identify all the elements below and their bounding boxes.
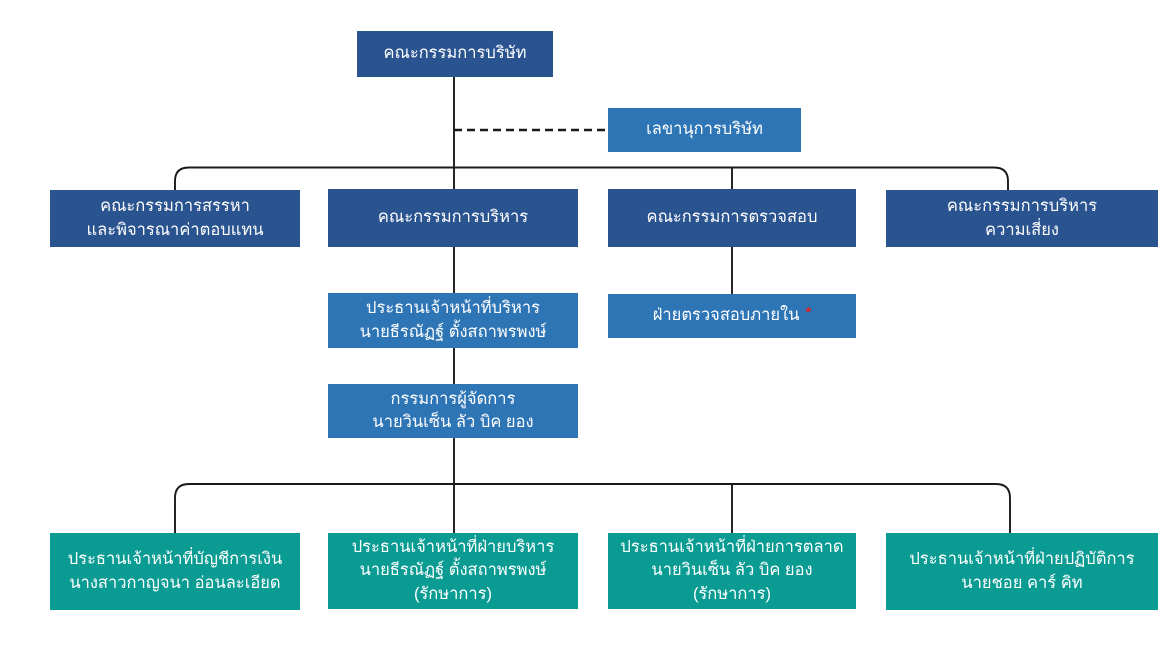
node-title: ประธานเจ้าหน้าที่บัญชีการเงิน [67, 550, 283, 569]
node-person: นายชอย คาร์ คิท [961, 573, 1083, 592]
node-title: ประธานเจ้าหน้าที่ฝ่ายปฏิบัติการ [909, 550, 1135, 569]
node-person: นางสาวกาญจนา อ่อนละเอียด [69, 573, 281, 592]
node-chief-marketing-officer: ประธานเจ้าหน้าที่ฝ่ายการตลาด นายวินเซ็น … [608, 533, 856, 609]
node-acting-label: (รักษาการ) [692, 584, 772, 603]
node-title: กรรมการผู้จัดการ [390, 389, 516, 408]
node-nomination-remuneration-committee: คณะกรรมการสรรหา และพิจารณาค่าตอบแทน [50, 190, 300, 247]
node-internal-audit: ฝ่ายตรวจสอบภายใน * [608, 294, 856, 338]
node-audit-committee: คณะกรรมการตรวจสอบ [608, 189, 856, 247]
node-label: ฝ่ายตรวจสอบภายใน [652, 306, 800, 325]
node-title: ประธานเจ้าหน้าที่ฝ่ายบริหาร [351, 537, 555, 556]
node-person: นายวินเซ็น ลัว บิค ยอง [372, 413, 534, 431]
node-executive-committee: คณะกรรมการบริหาร [328, 189, 578, 247]
node-board-of-directors: คณะกรรมการบริษัท [357, 31, 553, 77]
node-label: คณะกรรมการตรวจสอบ [646, 208, 818, 227]
connector-bottom-bracket [174, 483, 1011, 533]
node-person: นายวินเซ็น ลัว บิค ยอง [651, 561, 813, 580]
node-label: เลขานุการบริษัท [646, 120, 763, 139]
node-title: ประธานเจ้าหน้าที่บริหาร [365, 299, 541, 318]
node-person: นายธีรณัฏฐ์ ตั้งสถาพรพงษ์ [359, 322, 547, 341]
node-acting-label: (รักษาการ) [413, 584, 493, 603]
node-chief-administrative-officer: ประธานเจ้าหน้าที่ฝ่ายบริหาร นายธีรณัฏฐ์ … [328, 533, 578, 609]
connector-row2-bracket [174, 166, 1009, 190]
node-person: นายธีรณัฏฐ์ ตั้งสถาพรพงษ์ [359, 561, 547, 580]
node-label-line1: คณะกรรมการบริหาร [946, 197, 1098, 216]
node-managing-director: กรรมการผู้จัดการ นายวินเซ็น ลัว บิค ยอง [328, 384, 578, 438]
node-label: คณะกรรมการบริหาร [377, 208, 529, 227]
node-label-line2: ความเสี่ยง [985, 220, 1059, 239]
node-risk-management-committee: คณะกรรมการบริหาร ความเสี่ยง [886, 190, 1158, 247]
node-label: คณะกรรมการบริษัท [383, 44, 527, 63]
node-chief-financial-officer: ประธานเจ้าหน้าที่บัญชีการเงิน นางสาวกาญจ… [50, 533, 300, 610]
footnote-asterisk: * [805, 304, 812, 322]
node-title: ประธานเจ้าหน้าที่ฝ่ายการตลาด [620, 537, 844, 556]
node-label-line2: และพิจารณาค่าตอบแทน [86, 220, 264, 239]
node-chief-executive-officer: ประธานเจ้าหน้าที่บริหาร นายธีรณัฏฐ์ ตั้ง… [328, 293, 578, 348]
node-chief-operating-officer: ประธานเจ้าหน้าที่ฝ่ายปฏิบัติการ นายชอย ค… [886, 533, 1158, 610]
node-company-secretary: เลขานุการบริษัท [608, 108, 801, 152]
node-label-line1: คณะกรรมการสรรหา [100, 197, 250, 216]
